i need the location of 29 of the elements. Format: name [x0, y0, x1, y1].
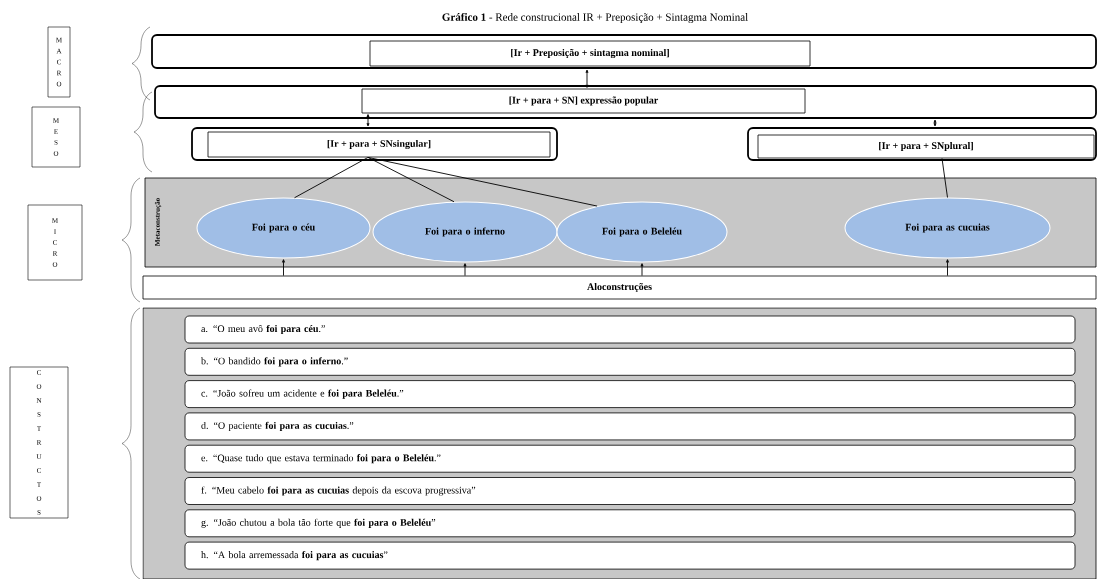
connector-line — [367, 156, 455, 203]
example-sentence-box: c. “João sofreu um acidente e foi para Beleléu.” — [184, 380, 1076, 408]
arrow — [282, 259, 285, 277]
group-box — [191, 127, 558, 161]
group-box — [151, 34, 1097, 69]
construction-box: [Ir + Preposição + sintagma nominal] — [369, 40, 811, 67]
example-sentence-box: b. “O bandido foi para o inferno.” — [184, 347, 1076, 376]
construction-box: [Ir + para + SNplural] — [757, 134, 1095, 159]
connector-line — [367, 156, 598, 207]
arrow — [463, 263, 467, 277]
title: Gráfico 1 - Rede construcional IR + Preposição + Sintagma Nominal — [442, 12, 748, 24]
construction-box: [Ir + para + SN] expressão popular — [361, 88, 806, 114]
arrow — [366, 114, 370, 127]
group-box — [747, 127, 1097, 161]
example-sentence-box: h. “A bola arremessada foi para as cucuias” — [184, 541, 1076, 570]
construction-box: [Ir + para + SNsingular] — [207, 131, 551, 158]
arrow — [585, 69, 589, 88]
group-box — [154, 85, 1097, 119]
allo-box: Aloconstruções — [142, 275, 1097, 300]
example-sentence-box: a. “O meu avô foi para céu.” — [184, 315, 1076, 344]
arrow — [933, 119, 937, 127]
example-sentence-box: e. “Quase tudo que estava terminado foi para o Beleléu.” — [184, 444, 1076, 473]
example-sentence-box: d. “O paciente foi para as cucuias.” — [184, 412, 1076, 441]
connector-line — [941, 157, 948, 198]
example-sentence-box: g. “João chutou a bola tão forte que foi para o Beleléu” — [184, 509, 1076, 538]
arrow — [640, 263, 644, 277]
connector-line — [294, 156, 369, 199]
example-sentence-box: f. “Meu cabelo foi para as cucuias depois da escova progressiva” — [184, 477, 1076, 505]
arrow — [946, 259, 949, 277]
